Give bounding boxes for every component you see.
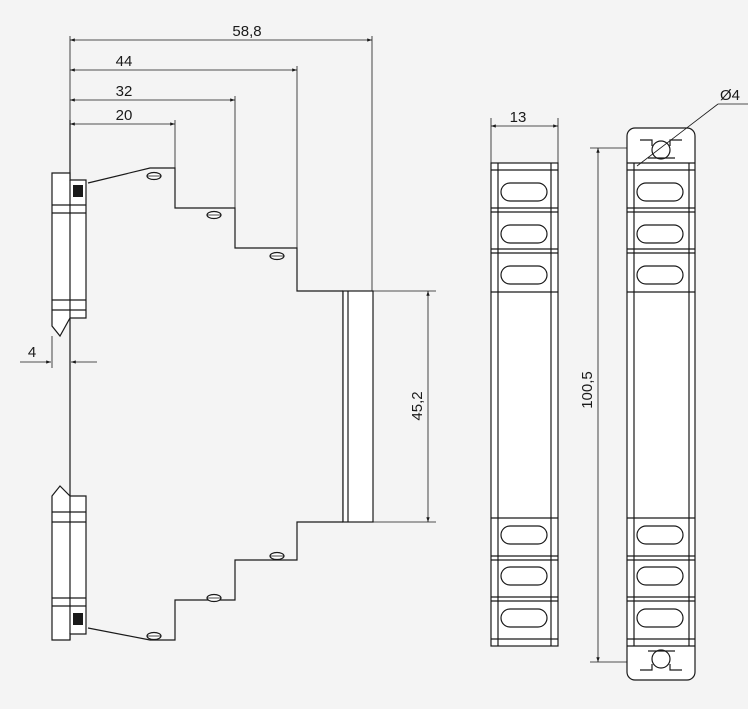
terminal-opening [636,608,684,628]
front-view: 13 [490,109,559,647]
terminal-screw [146,171,162,181]
terminal-opening [500,525,548,545]
din-clip-lower [51,485,87,641]
dim-diameter: Ø4 [720,87,740,104]
terminal-screw [206,593,222,603]
terminal-opening [636,265,684,285]
mounting-hole-bottom [640,649,682,671]
dia-leader [636,103,719,167]
dim-45-2: 45,2 [409,391,426,420]
dim-44: 44 [116,53,133,70]
side-view-outline [69,120,344,641]
terminal-opening [636,566,684,586]
din-clip-upper [51,172,87,338]
terminal-opening [500,566,548,586]
terminal-opening [500,608,548,628]
terminal-screw [269,251,285,261]
dim-20: 20 [116,107,133,124]
terminal-opening [500,224,548,244]
dim-100-5: 100,5 [579,371,596,409]
dim-13: 13 [510,109,527,126]
terminal-opening [636,182,684,202]
terminal-screw [206,210,222,220]
dim-4-offset: 4 [28,344,36,361]
terminal-opening [500,182,548,202]
dim-58-8: 58,8 [232,23,261,40]
mounting-hole-top [640,139,682,160]
terminal-opening [636,525,684,545]
terminal-screw [146,631,162,641]
terminal-opening [500,265,548,285]
side-view: 58,8 44 32 20 4 45,2 [20,23,436,641]
mounting-view: Ø4 100,5 [579,87,748,681]
terminal-screw [269,551,285,561]
terminal-opening [636,224,684,244]
dim-32: 32 [116,83,133,100]
